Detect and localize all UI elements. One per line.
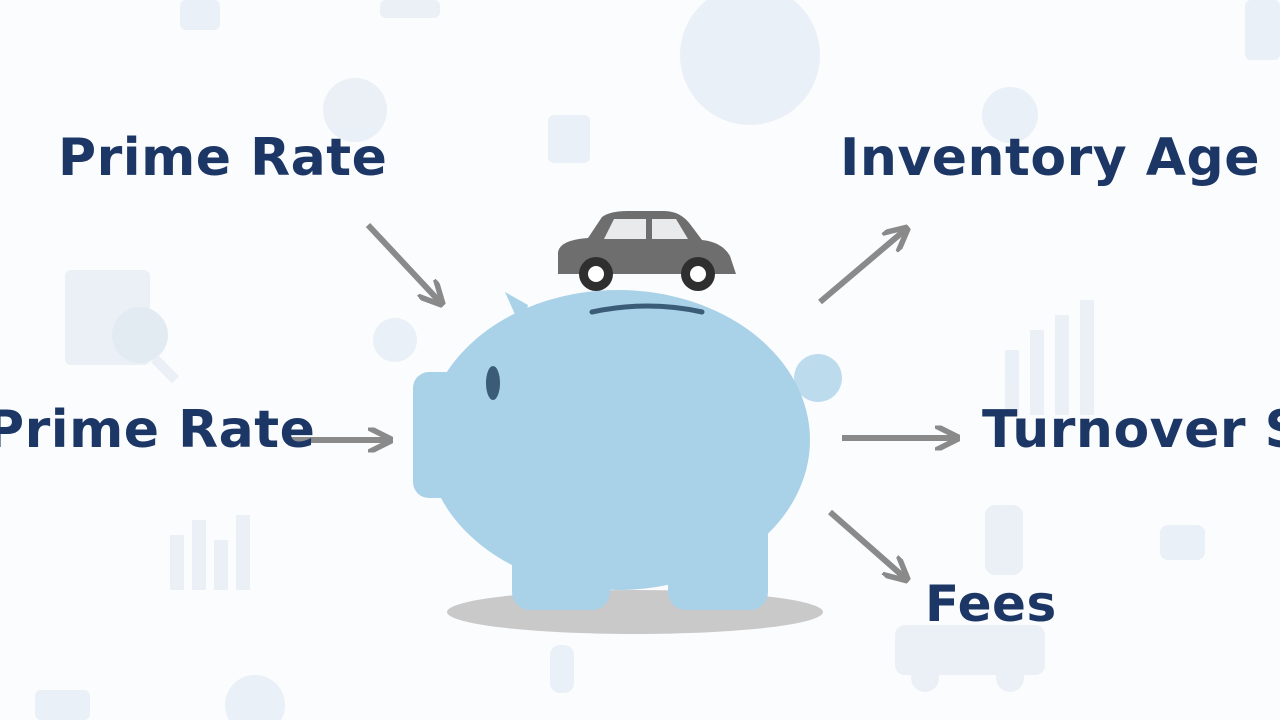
- arrow-out-of-center: [818, 230, 905, 305]
- truck-icon: [895, 525, 1205, 692]
- gear-icon: [373, 87, 1038, 362]
- input-label-prime-rate: Prime Rate: [0, 400, 316, 460]
- arrow-out-of-center: [828, 509, 905, 578]
- dollar-icon: [550, 505, 1023, 693]
- output-label-turnover: Turnover S: [982, 400, 1280, 460]
- money-bag-icon: [323, 78, 590, 163]
- arrow-into-center: [365, 222, 440, 302]
- trend-chart-icon: [1005, 300, 1094, 415]
- car-icon: [558, 211, 736, 291]
- output-label-fees: Fees: [925, 575, 1057, 633]
- bar-chart-icon: [170, 515, 250, 590]
- globe-icon: [680, 0, 820, 125]
- document-magnifier-icon: [65, 270, 180, 384]
- piggy-bank-icon: [413, 290, 842, 610]
- output-label-inventory-age: Inventory Age: [840, 128, 1261, 188]
- car-icon: [35, 0, 1280, 720]
- input-label-prime-rate: Prime Rate: [58, 128, 388, 188]
